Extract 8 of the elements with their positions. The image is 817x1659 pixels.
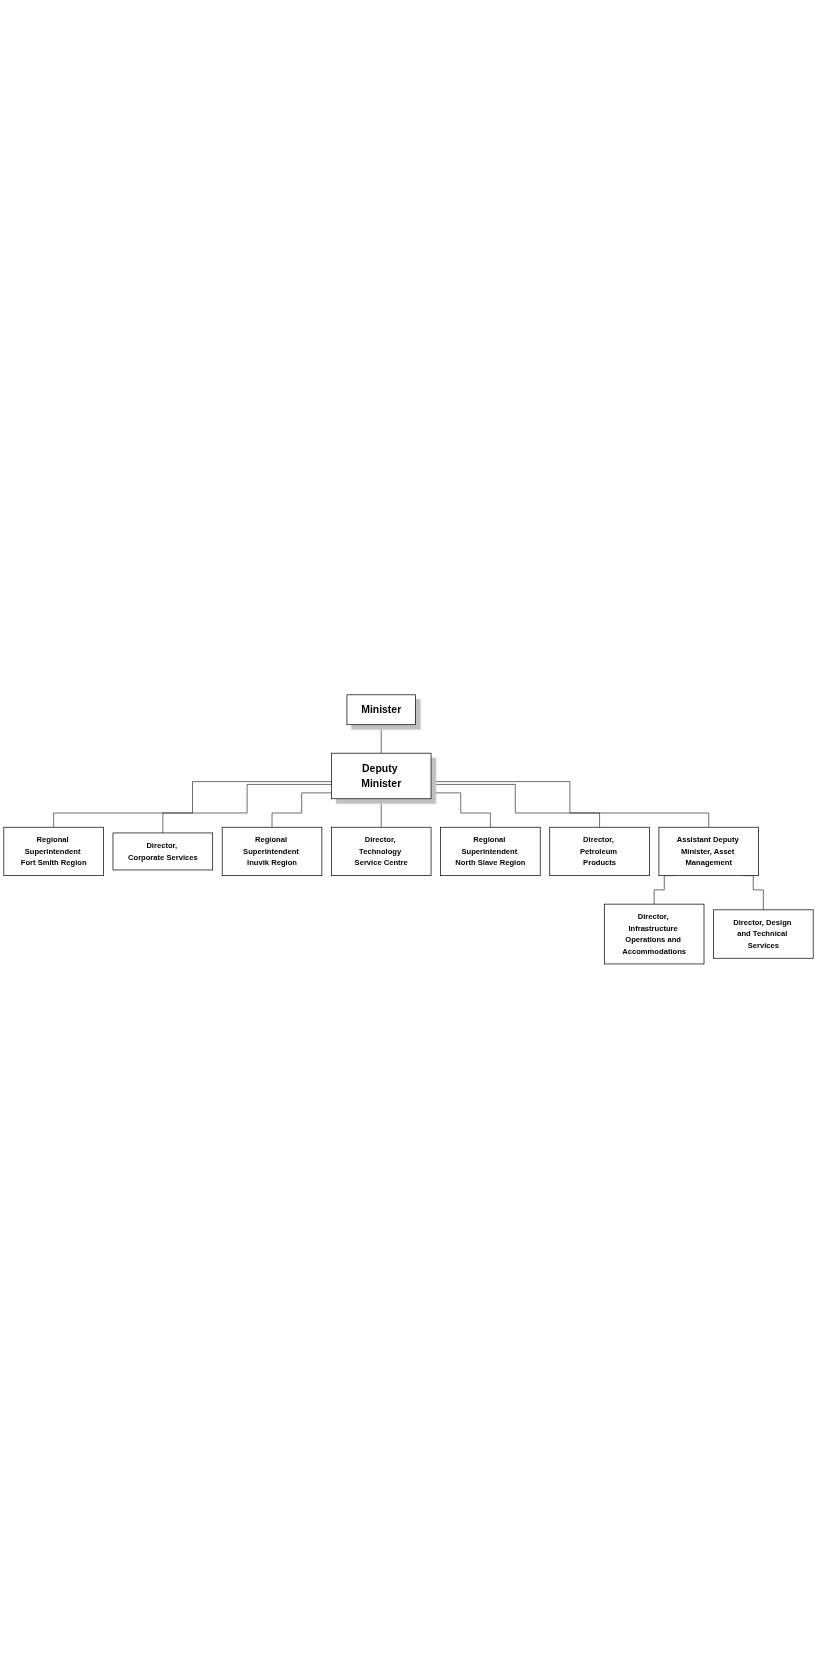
node-box: Minister xyxy=(346,694,416,726)
connector xyxy=(380,724,382,754)
node-box: Deputy Minister xyxy=(331,752,432,800)
connector xyxy=(53,781,332,828)
connector xyxy=(271,792,332,828)
connector xyxy=(430,781,710,828)
connector xyxy=(430,784,600,828)
connector xyxy=(162,784,332,834)
